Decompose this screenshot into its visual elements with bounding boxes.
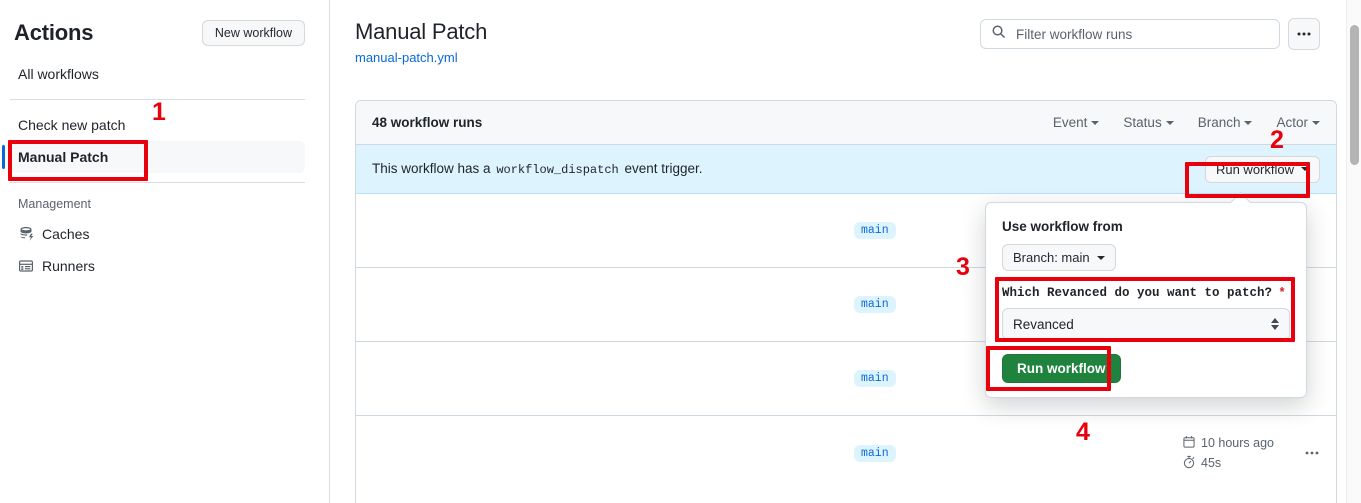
run-duration: 45s [1182,455,1221,472]
sidebar-item-label: Caches [42,226,90,242]
sidebar-item-label: All workflows [18,66,99,82]
chevron-down-icon [1244,120,1253,125]
sidebar-item-runners[interactable]: Runners [10,250,305,282]
chevron-down-icon [1312,120,1320,125]
filter-event[interactable]: Event [1053,115,1100,130]
search-icon [991,24,1006,44]
sidebar-nav: All workflows Check new patch Manual Pat… [0,58,329,282]
row-kebab-horizontal-icon[interactable] [1304,445,1320,461]
workflow-dispatch-banner: This workflow has a workflow_dispatch ev… [356,145,1336,194]
sidebar-item-label: Manual Patch [18,149,109,165]
new-workflow-button[interactable]: New workflow [201,20,305,46]
filter-label: Branch [1197,115,1241,130]
table-row[interactable]: main 10 hours ago [356,416,1336,490]
branch-select-button[interactable]: Branch: main [1002,244,1116,271]
sidebar-item-caches[interactable]: Caches [10,218,305,250]
sidebar-divider-1 [10,99,305,100]
table-row[interactable]: main [356,268,1336,342]
stopwatch-icon [1182,455,1196,472]
workflow-input-label-text: Which Revanced do you want to patch? [1002,286,1273,300]
branch-badge[interactable]: main [854,370,896,387]
chevron-down-icon [1096,255,1105,260]
sidebar-item-all-workflows[interactable]: All workflows [10,58,305,90]
filter-branch[interactable]: Branch [1198,115,1253,130]
sidebar-item-label: Check new patch [18,117,126,133]
main-header: Manual Patch manual-patch.yml [331,0,1361,67]
search-area [980,18,1320,50]
run-row-meta: 10 hours ago 45s [1182,435,1274,472]
dispatch-text-before: This workflow has a [372,161,491,176]
run-workflow-submit-button[interactable]: Run workflow [1002,354,1121,383]
sidebar-group-management: Management [18,197,91,211]
filter-label: Status [1123,115,1162,130]
dispatch-event-code: workflow_dispatch [496,163,619,177]
table-row[interactable]: main [356,194,1336,268]
branch-badge[interactable]: main [854,444,896,462]
run-timestamp-label: 10 hours ago [1201,436,1274,450]
workflow-runs-count: 48 workflow runs [372,115,483,130]
search-input[interactable] [1014,25,1269,43]
run-workflow-panel-body: Use workflow from Branch: main Which Rev… [986,203,1306,397]
required-marker: * [1279,285,1285,299]
workflow-input-select[interactable]: Revanced [1002,308,1290,340]
sidebar-item-manual-patch[interactable]: Manual Patch [2,141,305,173]
sidebar: Actions New workflow All workflows Check… [0,0,330,503]
workflow-file-link[interactable]: manual-patch.yml [355,49,458,65]
workflow-input-label: Which Revanced do you want to patch? * [1002,285,1290,300]
branch-badge[interactable]: main [854,222,896,239]
run-workflow-panel: Use workflow from Branch: main Which Rev… [985,202,1307,398]
search-box[interactable] [980,19,1280,49]
dispatch-text-after: event trigger. [624,161,703,176]
run-timestamp: 10 hours ago [1182,435,1274,452]
filter-label: Event [1052,115,1088,130]
vertical-scrollbar[interactable] [1346,0,1361,503]
cache-icon [18,226,34,242]
sort-updown-icon [1271,318,1279,330]
chevron-down-icon [1301,167,1309,171]
chevron-down-icon [1091,120,1100,125]
vertical-scrollbar-thumb[interactable] [1350,25,1359,165]
dispatch-banner-text: This workflow has a workflow_dispatch ev… [372,161,703,177]
workflow-runs-header: 48 workflow runs Event Status Branch [356,101,1336,145]
sidebar-divider-2 [10,182,305,183]
sidebar-item-check-new-patch[interactable]: Check new patch [10,109,305,141]
sidebar-header: Actions New workflow [0,0,329,46]
filter-label: Actor [1276,115,1308,130]
branch-select-label: Branch: main [1013,250,1090,265]
filter-status[interactable]: Status [1123,115,1174,130]
run-workflow-dropdown-button[interactable]: Run workflow [1204,155,1320,183]
branch-badge[interactable]: main [854,296,896,313]
filter-bar: Event Status Branch Actor [1053,115,1320,130]
server-icon [18,258,34,274]
workflow-input-select-value: Revanced [1013,316,1074,332]
filter-actor[interactable]: Actor [1276,115,1320,130]
run-workflow-dropdown-label: Run workflow [1215,161,1294,177]
page-title: Actions [14,20,94,45]
sidebar-item-label: Runners [42,258,95,274]
kebab-horizontal-icon[interactable] [1288,18,1320,50]
use-workflow-from-label: Use workflow from [1002,219,1123,234]
run-duration-label: 45s [1201,456,1222,470]
workflow-title: Manual Patch [355,19,488,44]
calendar-icon [1182,435,1196,452]
chevron-down-icon [1165,120,1174,125]
